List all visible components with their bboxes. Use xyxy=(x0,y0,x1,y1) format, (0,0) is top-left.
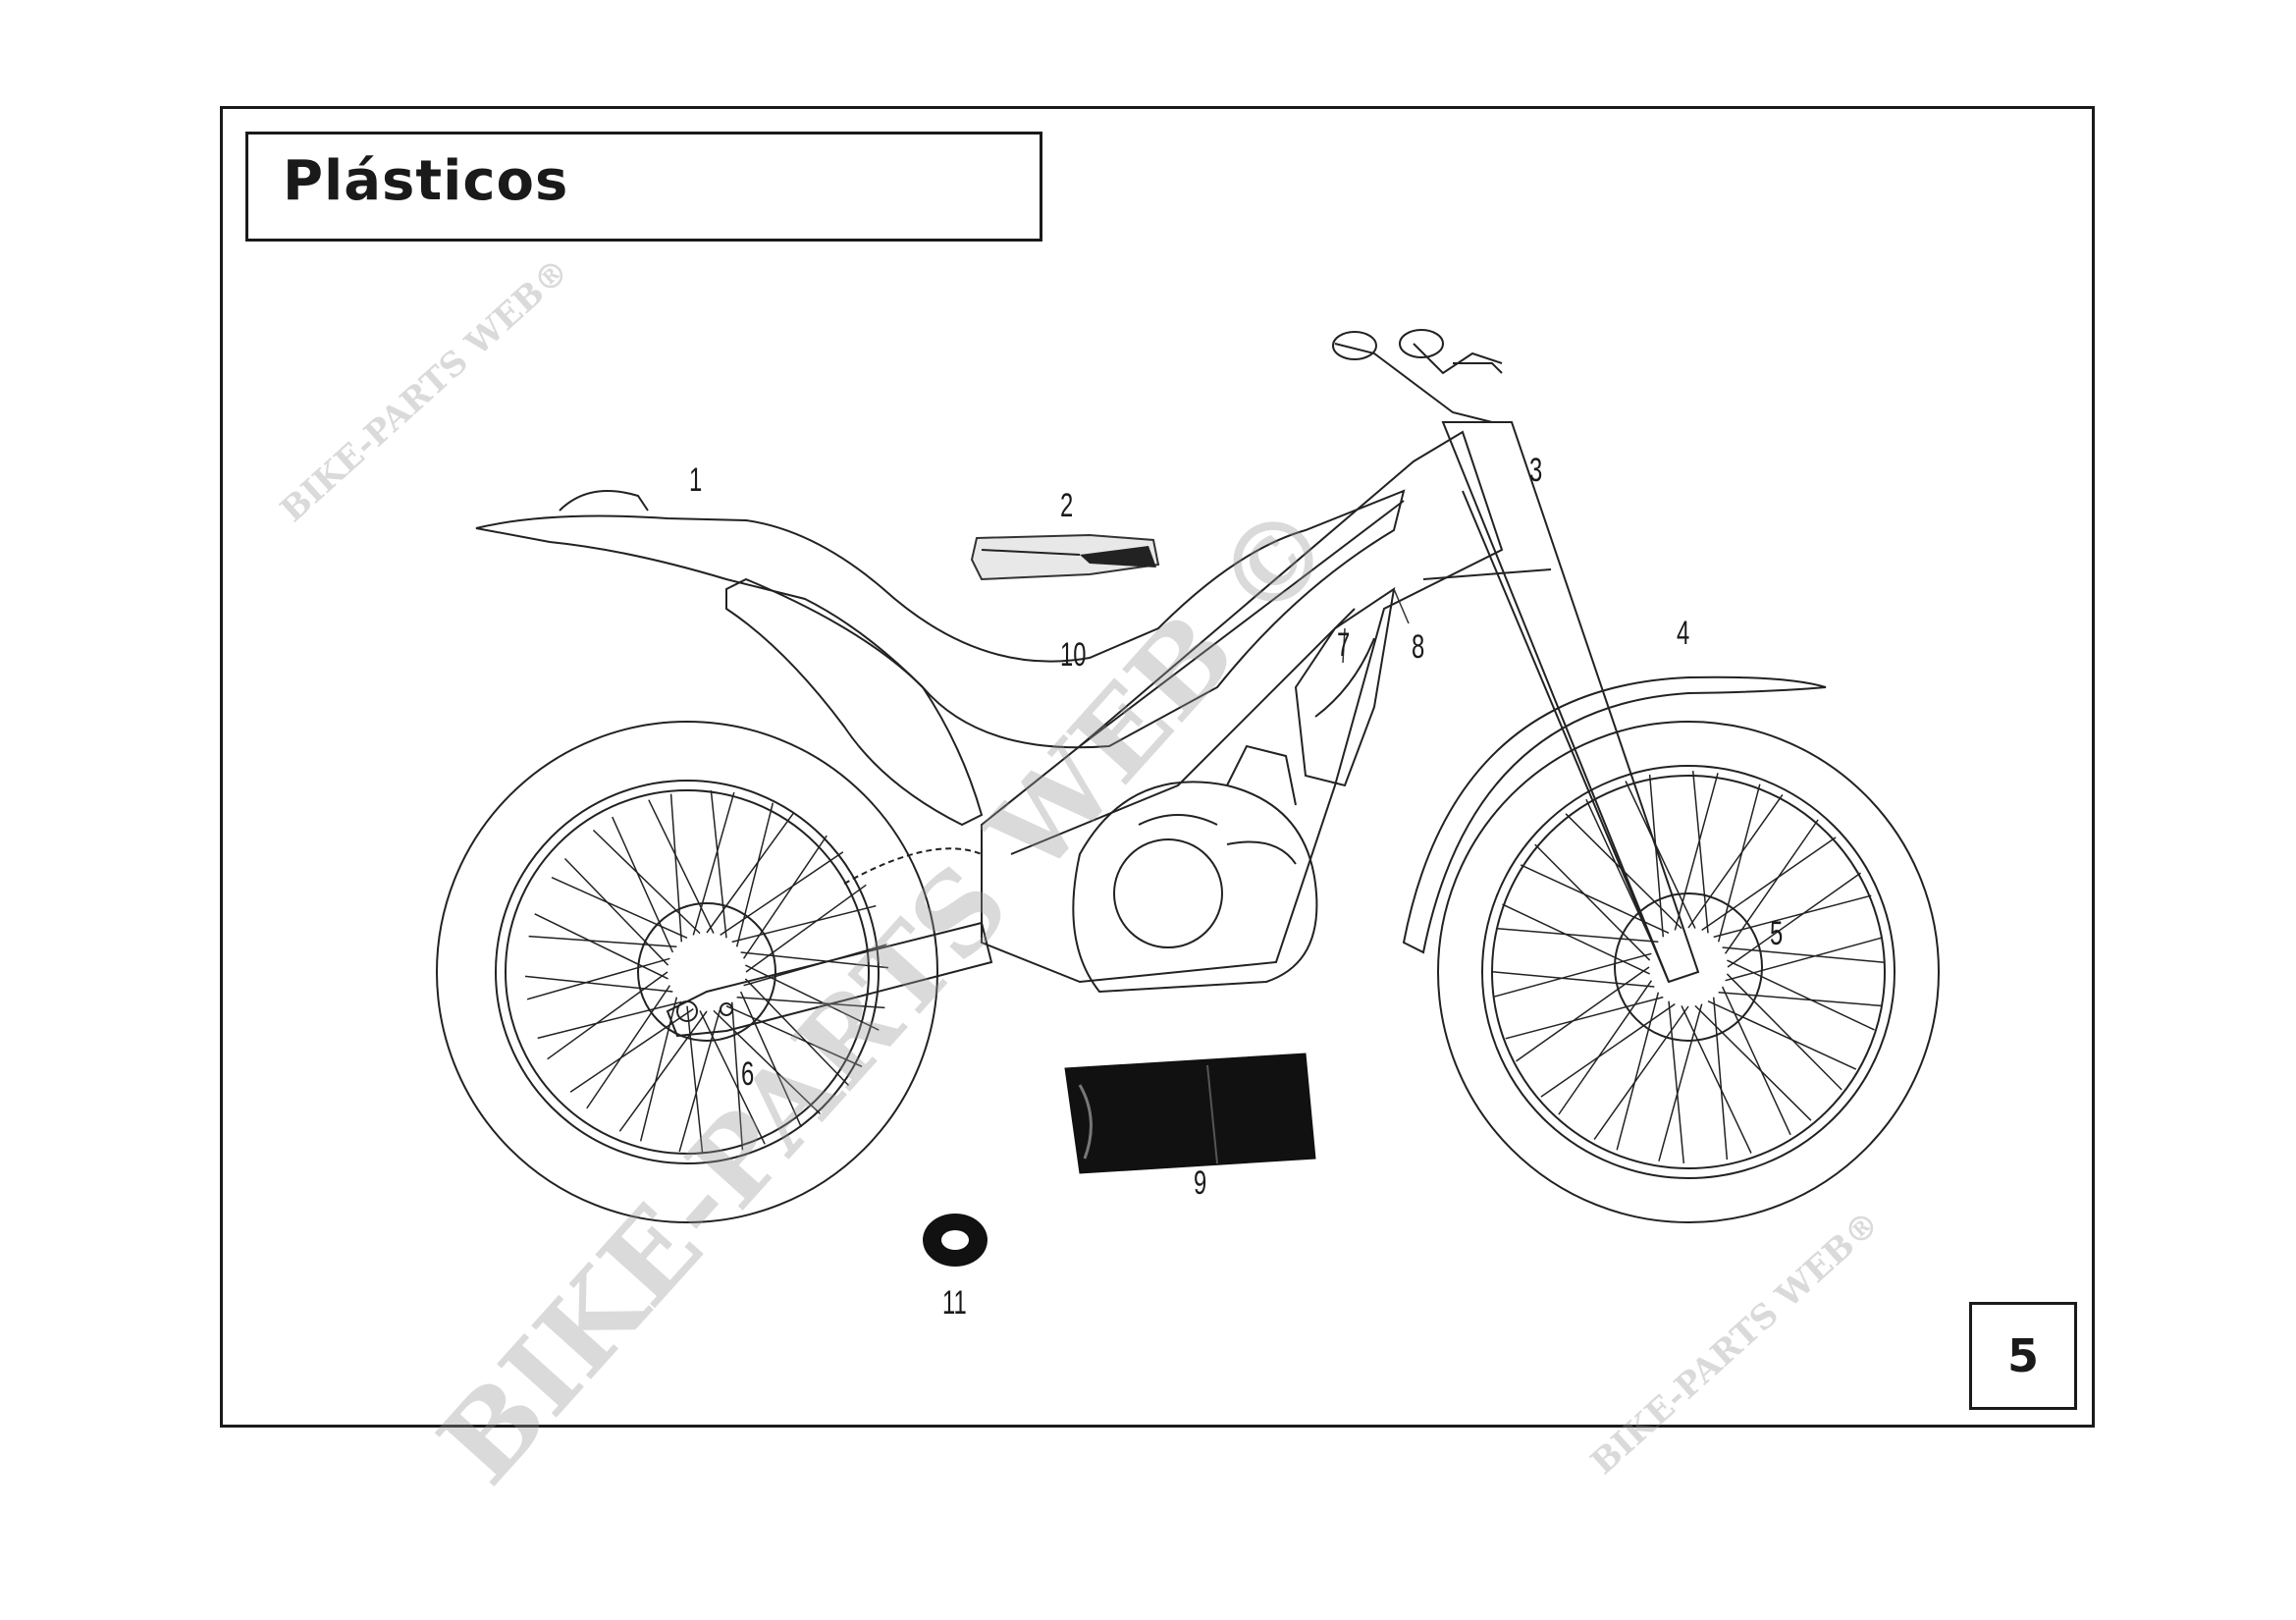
wheel-spoke xyxy=(1688,794,1783,928)
wheel-spoke xyxy=(732,1002,743,1151)
callout-2: 2 xyxy=(1060,487,1074,524)
wheel-spoke xyxy=(721,852,843,936)
wheel-spoke xyxy=(1719,784,1760,943)
wheel-spoke xyxy=(1682,1005,1751,1153)
wheel-spoke xyxy=(671,794,682,943)
wheel-spoke xyxy=(1708,1001,1856,1069)
callout-5: 5 xyxy=(1770,915,1784,952)
part-11-grommet xyxy=(923,1214,988,1267)
swingarm xyxy=(667,923,991,1036)
page-number-box xyxy=(1969,1302,2077,1410)
radiator-shroud xyxy=(1296,589,1394,785)
wheel-spoke xyxy=(587,986,670,1108)
wheel-spoke xyxy=(745,979,848,1086)
part-9-sleeve xyxy=(1065,1053,1315,1173)
wheel-spoke xyxy=(1659,1004,1702,1161)
main-frame xyxy=(982,432,1502,982)
wheel-spoke xyxy=(744,836,828,958)
wheel-spoke xyxy=(1728,873,1861,967)
page-number: 5 xyxy=(2006,1329,2039,1382)
wheel-spoke xyxy=(527,958,669,999)
wheel-spoke xyxy=(1675,773,1718,930)
wheel-spoke xyxy=(1617,993,1658,1151)
wheel-spoke xyxy=(1714,895,1872,937)
wheel-spoke xyxy=(741,992,802,1127)
wheel-spoke xyxy=(538,1002,682,1039)
handlebar xyxy=(1333,330,1502,422)
front-fender xyxy=(1404,677,1826,952)
wheel-spoke xyxy=(1650,775,1664,937)
wheel-spoke xyxy=(1516,967,1649,1061)
wheel-spoke xyxy=(565,858,668,965)
wheel-spoke xyxy=(1594,1006,1688,1140)
wheel-spoke xyxy=(1726,938,1883,981)
wheel-spoke xyxy=(619,1011,707,1131)
front-fork xyxy=(1423,422,1698,982)
wheel-spoke xyxy=(1693,771,1708,933)
callout-7: 7 xyxy=(1337,626,1351,664)
wheel-spoke xyxy=(1496,929,1658,943)
callout-10: 10 xyxy=(1060,636,1087,674)
wheel-spoke xyxy=(593,831,700,934)
title-box xyxy=(245,132,1042,242)
wheel-spoke xyxy=(1506,998,1664,1039)
wheel-spoke xyxy=(1727,974,1842,1090)
wheel-spoke xyxy=(613,817,673,952)
wheel-spoke xyxy=(529,937,677,947)
callout-9: 9 xyxy=(1194,1164,1207,1202)
wheel-spoke xyxy=(687,1006,703,1154)
wheel-spoke xyxy=(1492,972,1654,987)
seat-bump xyxy=(560,491,648,511)
wheel-spoke xyxy=(693,792,733,935)
wheel-spoke xyxy=(746,885,866,972)
wheel-spoke xyxy=(1714,998,1728,1160)
wheel-spoke xyxy=(1723,987,1790,1135)
wheel-spoke xyxy=(737,998,885,1008)
callout-11: 11 xyxy=(942,1284,967,1322)
wheel-spoke xyxy=(726,1006,862,1067)
callout-6: 6 xyxy=(741,1055,755,1093)
callout-1: 1 xyxy=(689,461,703,499)
wheel-spoke xyxy=(1726,820,1819,953)
wheel-spoke xyxy=(1727,960,1874,1030)
wheel-spoke xyxy=(548,972,667,1059)
rear-fender xyxy=(476,491,1404,747)
engine xyxy=(1073,746,1316,992)
callout-4: 4 xyxy=(1677,615,1690,652)
wheel-spoke xyxy=(1723,947,1885,962)
side-panel xyxy=(726,579,982,825)
wheel-spoke xyxy=(552,878,687,939)
wheel-spoke xyxy=(1541,1004,1675,1098)
leader-lines xyxy=(1343,589,1409,663)
diagram-frame xyxy=(220,106,2095,1428)
wheel-spoke xyxy=(732,906,877,943)
wheel-spoke xyxy=(1559,981,1652,1114)
wheel-spoke xyxy=(535,914,668,979)
wheel-spoke xyxy=(741,952,888,968)
wheel-spoke xyxy=(1494,953,1651,997)
wheel-spoke xyxy=(1502,904,1649,974)
wheel-spoke xyxy=(525,976,672,992)
wheel-spoke xyxy=(1695,1005,1811,1120)
part-2-filler xyxy=(972,535,1158,579)
callout-8: 8 xyxy=(1412,628,1425,666)
wheel-spoke xyxy=(714,1010,821,1113)
callout-3: 3 xyxy=(1529,452,1543,489)
wheel-spoke xyxy=(711,790,726,938)
page-title: Plásticos xyxy=(283,149,569,213)
wheel-spoke xyxy=(570,1009,693,1093)
wheel-spoke xyxy=(1535,844,1650,960)
wheel-spoke xyxy=(649,800,714,934)
wheel-spoke xyxy=(707,813,794,933)
front-wheel xyxy=(1438,722,1939,1222)
wheel-spoke xyxy=(1719,993,1881,1006)
wheel-spoke xyxy=(737,803,774,947)
wheel-spoke xyxy=(1626,781,1695,928)
wheel-spoke xyxy=(1702,837,1836,931)
wheel-spoke xyxy=(1669,1001,1683,1163)
